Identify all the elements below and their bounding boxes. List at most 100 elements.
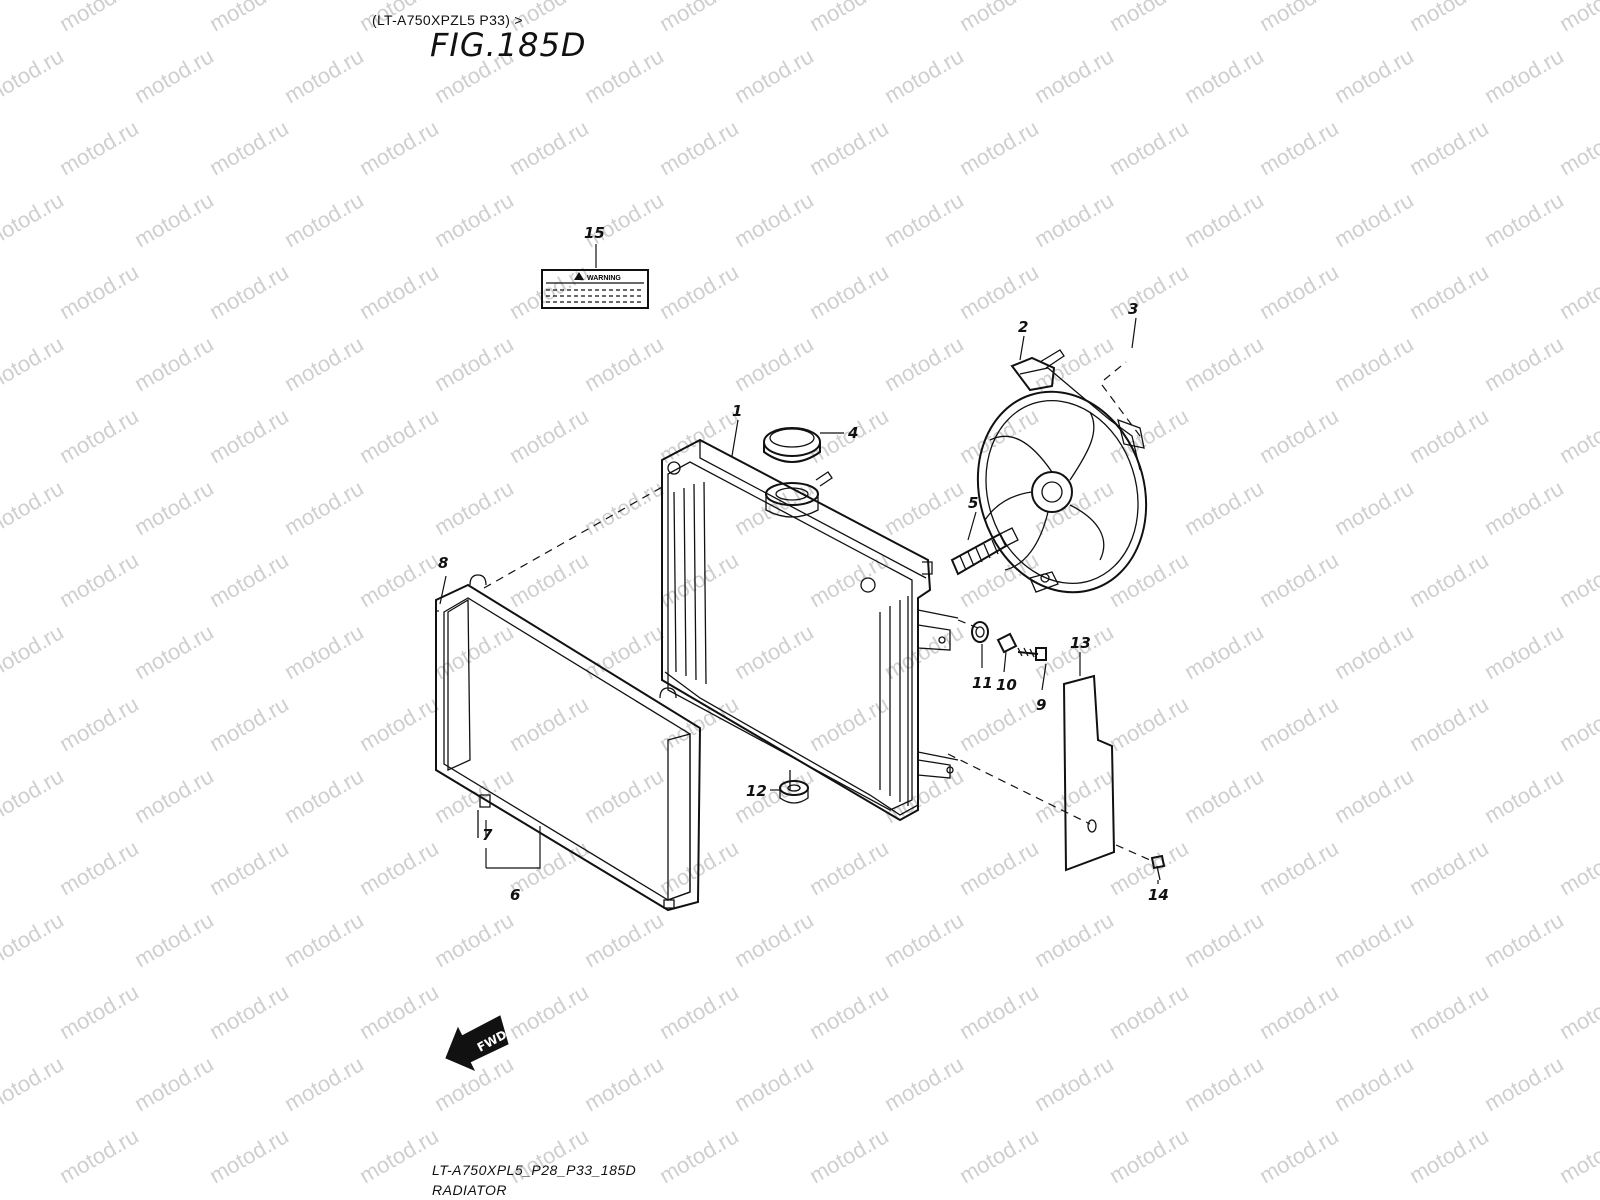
watermark-text: motod.ru xyxy=(205,115,293,180)
callout-10[interactable]: 10 xyxy=(996,651,1017,694)
watermark-text: motod.ru xyxy=(580,907,668,972)
watermark-text: motod.ru xyxy=(1105,259,1193,324)
watermark-text: motod.ru xyxy=(0,1195,68,1200)
watermark-text: motod.ru xyxy=(955,403,1043,468)
watermark-text: motod.ru xyxy=(505,979,593,1044)
watermark-text: motod.ru xyxy=(55,547,143,612)
watermark-text: motod.ru xyxy=(1030,907,1118,972)
watermark-text: motod.ru xyxy=(1480,907,1568,972)
watermark-text: motod.ru xyxy=(1180,763,1268,828)
watermark-text: motod.ru xyxy=(1405,979,1493,1044)
watermark-text: motod.ru xyxy=(1105,979,1193,1044)
watermark-text: motod.ru xyxy=(1405,1123,1493,1188)
watermark-text: motod.ru xyxy=(1255,835,1343,900)
watermark-text: motod.ru xyxy=(505,115,593,180)
svg-text:5: 5 xyxy=(968,494,978,512)
watermark-text: motod.ru xyxy=(1255,0,1343,36)
watermark-text: motod.ru xyxy=(580,1051,668,1116)
svg-text:7: 7 xyxy=(482,826,493,844)
figure-title: FIG.185D xyxy=(430,26,587,64)
callout-13[interactable]: 13 xyxy=(1070,634,1091,676)
watermark-text: motod.ru xyxy=(280,763,368,828)
callout-12[interactable]: 12 xyxy=(746,782,780,800)
watermark-text: motod.ru xyxy=(0,763,68,828)
watermark-text: motod.ru xyxy=(430,619,518,684)
watermark-text: motod.ru xyxy=(1555,979,1600,1044)
watermark-text: motod.ru xyxy=(1555,0,1600,36)
watermark-text: motod.ru xyxy=(1030,1051,1118,1116)
watermark-text: motod.ru xyxy=(55,1123,143,1188)
svg-text:4: 4 xyxy=(847,424,858,442)
watermark-text: motod.ru xyxy=(580,763,668,828)
svg-text:6: 6 xyxy=(510,886,520,904)
watermark-text: motod.ru xyxy=(55,115,143,180)
side-cover xyxy=(1062,674,1166,881)
watermark-text: motod.ru xyxy=(0,475,68,540)
fastener-stack xyxy=(971,621,1047,661)
watermark-text: motod.ru xyxy=(1105,1123,1193,1188)
callout-14[interactable]: 14 xyxy=(1148,880,1169,904)
radiator-cap-assembly xyxy=(763,427,833,518)
watermark-text: motod.ru xyxy=(580,43,668,108)
watermark-text: motod.ru xyxy=(355,979,443,1044)
watermark-text: motod.ru xyxy=(1480,619,1568,684)
watermark-text: motod.ru xyxy=(1555,115,1600,180)
callout-2[interactable]: 2 xyxy=(1018,318,1028,361)
watermark-text: motod.ru xyxy=(580,1195,668,1200)
callout-4[interactable]: 4 xyxy=(820,424,858,442)
watermark-text: motod.ru xyxy=(805,1123,893,1188)
callout-6[interactable]: 6 xyxy=(485,826,541,904)
watermark-text: motod.ru xyxy=(955,259,1043,324)
watermark-text: motod.ru xyxy=(1105,691,1193,756)
svg-text:8: 8 xyxy=(438,554,448,572)
watermark-text: motod.ru xyxy=(1180,1051,1268,1116)
callout-9[interactable]: 9 xyxy=(1036,663,1047,714)
watermark-text: motod.ru xyxy=(130,43,218,108)
callout-7[interactable]: 7 xyxy=(482,820,493,844)
watermark-text: motod.ru xyxy=(1030,475,1118,540)
watermark-text: motod.ru xyxy=(1405,691,1493,756)
callout-8[interactable]: 8 xyxy=(438,554,448,605)
callout-15[interactable]: 15 xyxy=(584,224,605,268)
callout-1[interactable]: 1 xyxy=(731,402,742,457)
watermark-text: motod.ru xyxy=(1330,331,1418,396)
callout-3[interactable]: 3 xyxy=(1128,300,1138,349)
watermark-text: motod.ru xyxy=(1105,115,1193,180)
radiator-screen xyxy=(435,574,702,912)
watermark-text: motod.ru xyxy=(955,115,1043,180)
watermark-text: motod.ru xyxy=(1330,763,1418,828)
watermark-text: motod.ru xyxy=(1555,547,1600,612)
watermark-text: motod.ru xyxy=(955,1123,1043,1188)
diagram-name: RADIATOR xyxy=(432,1182,508,1198)
watermark-text: motod.ru xyxy=(1480,1051,1568,1116)
watermark-text: motod.ru xyxy=(730,331,818,396)
watermark-text: motod.ru xyxy=(805,115,893,180)
watermark-text: motod.ru xyxy=(730,907,818,972)
watermark-text: motod.ru xyxy=(1555,691,1600,756)
watermark-text: motod.ru xyxy=(505,691,593,756)
watermark-text: motod.ru xyxy=(805,547,893,612)
watermark-text: motod.ru xyxy=(0,1051,68,1116)
watermark-text: motod.ru xyxy=(730,763,818,828)
watermark-text: motod.ru xyxy=(1330,1051,1418,1116)
watermark-text: motod.ru xyxy=(205,0,293,36)
watermark-text: motod.ru xyxy=(430,907,518,972)
watermark-text: motod.ru xyxy=(1330,1195,1418,1200)
watermark-text: motod.ru xyxy=(1555,259,1600,324)
callout-11[interactable]: 11 xyxy=(972,644,993,692)
watermark-text: motod.ru xyxy=(1255,691,1343,756)
watermark-text: motod.ru xyxy=(355,1123,443,1188)
watermark-text: motod.ru xyxy=(955,691,1043,756)
watermark-text: motod.ru xyxy=(880,475,968,540)
watermark-text: motod.ru xyxy=(580,187,668,252)
watermark-text: motod.ru xyxy=(1180,619,1268,684)
svg-text:10: 10 xyxy=(996,676,1017,694)
watermark-text: motod.ru xyxy=(355,691,443,756)
watermark-text: motod.ru xyxy=(880,43,968,108)
watermark-text: motod.ru xyxy=(355,547,443,612)
watermark-text: motod.ru xyxy=(1255,1123,1343,1188)
callout-5[interactable]: 5 xyxy=(967,494,978,541)
watermark-text: motod.ru xyxy=(130,331,218,396)
watermark-text: motod.ru xyxy=(1105,547,1193,612)
